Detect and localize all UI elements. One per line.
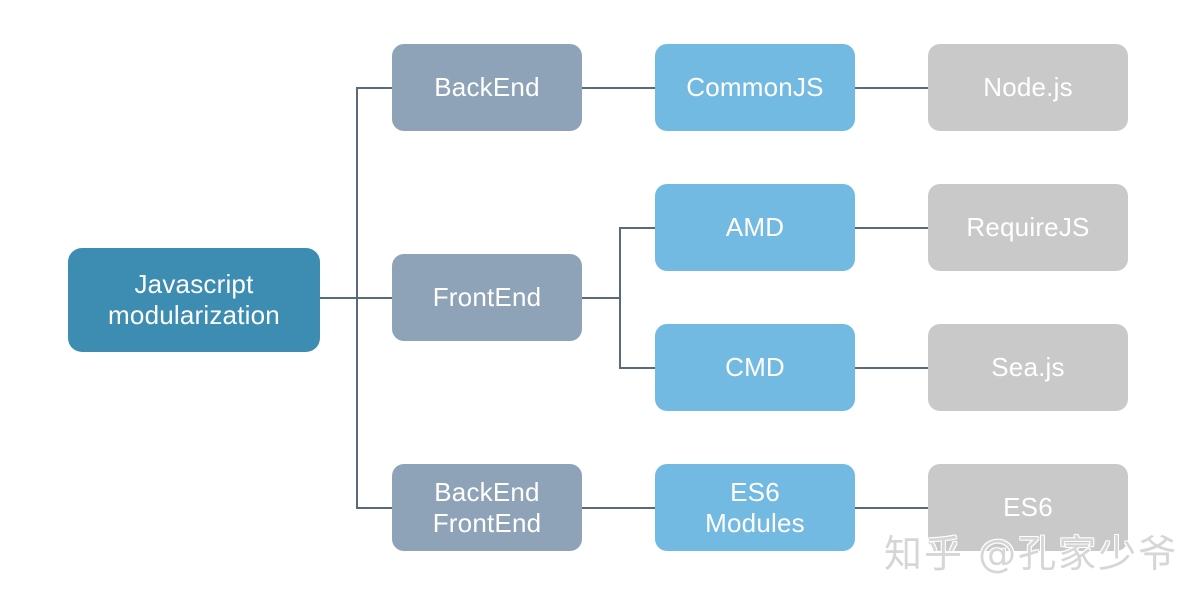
edge-backend-frontend-to-es6-modules <box>582 507 656 509</box>
node-backend-frontend[interactable]: BackEnd FrontEnd <box>392 464 582 551</box>
edge-spine-to-backend-frontend <box>356 507 394 509</box>
edge-spine-to-frontend <box>356 297 394 299</box>
node-es6[interactable]: ES6 <box>928 464 1128 551</box>
node-commonjs[interactable]: CommonJS <box>655 44 855 131</box>
edge-root-to-spine <box>320 297 358 299</box>
edge-backend-to-commonjs <box>582 87 656 89</box>
edge-commonjs-to-nodejs <box>855 87 929 89</box>
edge-es6-modules-to-es6 <box>855 507 929 509</box>
edge-frontend-subspine <box>619 227 621 368</box>
node-frontend[interactable]: FrontEnd <box>392 254 582 341</box>
edge-cmd-to-seajs <box>855 367 929 369</box>
node-nodejs[interactable]: Node.js <box>928 44 1128 131</box>
node-es6-modules[interactable]: ES6 Modules <box>655 464 855 551</box>
node-backend[interactable]: BackEnd <box>392 44 582 131</box>
edge-subspine-to-cmd <box>619 367 656 369</box>
node-cmd[interactable]: CMD <box>655 324 855 411</box>
edge-amd-to-requirejs <box>855 227 929 229</box>
edge-frontend-to-subspine <box>582 297 621 299</box>
node-seajs[interactable]: Sea.js <box>928 324 1128 411</box>
edge-spine-to-backend <box>356 87 394 89</box>
node-amd[interactable]: AMD <box>655 184 855 271</box>
watermark-zhihu-attribution: 知乎 @孔家少爷 <box>884 532 1179 576</box>
node-root-javascript-modularization[interactable]: Javascript modularization <box>68 248 320 352</box>
edge-subspine-to-amd <box>619 227 656 229</box>
node-requirejs[interactable]: RequireJS <box>928 184 1128 271</box>
